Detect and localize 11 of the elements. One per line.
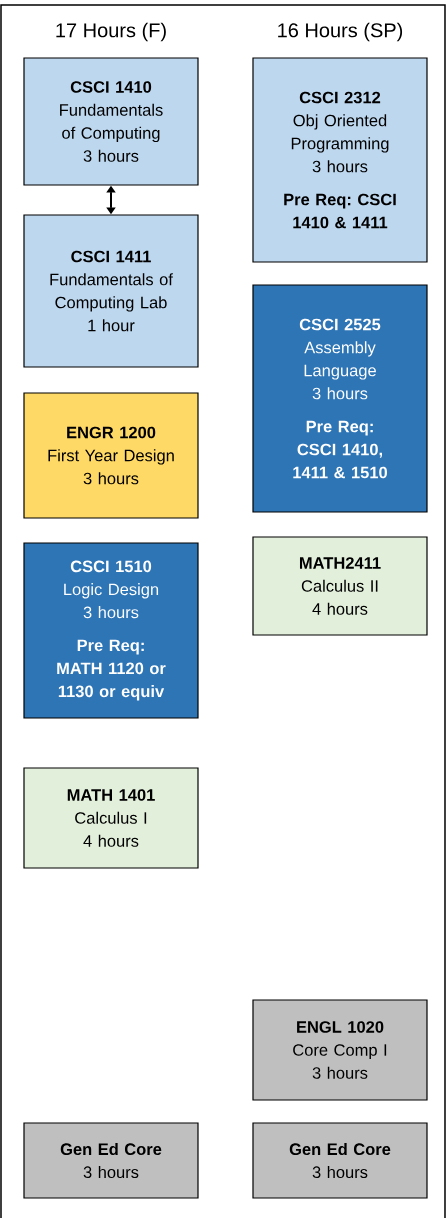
course-box: ENGR 1200 First Year Design 3 hours bbox=[23, 392, 199, 519]
course-box: Gen Ed Core 3 hours bbox=[252, 1122, 428, 1199]
course-box: MATH2411 Calculus II 4 hours bbox=[252, 536, 428, 636]
course-box: MATH 1401 Calculus I 4 hours bbox=[23, 767, 199, 869]
course-box: CSCI 1410 Fundamentals of Computing 3 hours bbox=[23, 57, 199, 186]
course-box: CSCI 1411 Fundamentals of Computing Lab 1 hour bbox=[23, 214, 199, 368]
course-box: CSCI 2312 Obj Oriented Programming 3 hours Pre Req: CSCI 1410 & 1411 bbox=[252, 57, 428, 263]
course-box: Gen Ed Core 3 hours bbox=[23, 1122, 199, 1199]
course-box: CSCI 1510 Logic Design 3 hours Pre Req: MATH 1120 or 1130 or equiv bbox=[23, 542, 199, 719]
course-box: ENGL 1020 Core Comp I 3 hours bbox=[252, 999, 428, 1101]
course-box: CSCI 2525 Assembly Language 3 hours Pre Req: CSCI 1410, 1411 & 1510 bbox=[252, 284, 428, 513]
